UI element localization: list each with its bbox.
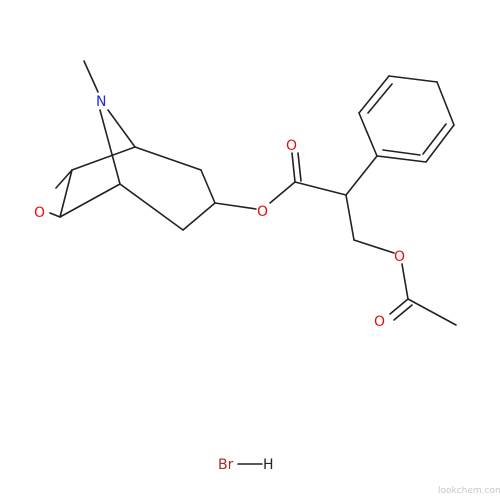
bond-ph-5	[425, 124, 455, 163]
bond-c7-oester	[214, 202, 257, 210]
bond-c2-c4	[59, 169, 73, 218]
bond-calpha-phenyl	[345, 155, 378, 196]
atom-acetoxy-oxygen: O	[394, 249, 405, 265]
watermark: lookchem.com	[438, 486, 500, 496]
bond-ph-4	[436, 81, 455, 126]
bond-ph-inner-3	[382, 149, 421, 156]
bond-ph-1	[358, 112, 378, 157]
atom-nitrogen: N	[96, 94, 106, 110]
atom-epoxide-oxygen: O	[34, 205, 45, 221]
bond-oacetoxy-cacyl	[401, 263, 409, 300]
atom-bromine: Br	[218, 457, 234, 473]
atom-acetyl-carbonyl-oxygen: O	[374, 314, 385, 330]
bond-calpha-ch2	[345, 194, 355, 241]
bond-carbonyl-b	[297, 152, 302, 182]
atom-hydrogen: H	[263, 457, 274, 473]
bond-ph-inner-2	[422, 123, 447, 155]
bond-c2-c3	[55, 169, 73, 189]
bond-cacyl-methyl	[407, 298, 457, 326]
bond-carbonyl-a	[291, 152, 296, 183]
bond-c1-c2	[71, 146, 136, 171]
bond-methyl-n	[83, 60, 99, 93]
bond-n-c1	[107, 109, 136, 148]
bond-ch2-oacetoxy	[353, 239, 395, 254]
bond-oester-ccarbonyl	[269, 181, 296, 204]
bond-acyl-carbonyl-b	[393, 304, 413, 321]
bond-lines	[49, 60, 457, 465]
bond-ph-2	[358, 75, 390, 114]
atom-carbonyl-oxygen: O	[286, 138, 297, 154]
atom-labels: N O O O O O Br H	[34, 94, 405, 473]
bond-ph-inner-1	[367, 83, 393, 114]
bond-n-c5	[99, 109, 121, 185]
bond-c4-o	[49, 212, 61, 218]
bond-c8-c5	[119, 183, 184, 231]
atom-ester-oxygen: O	[257, 204, 268, 220]
bond-c1-c6	[134, 146, 202, 171]
bond-c6-c7	[200, 169, 216, 204]
bond-ph-3	[388, 75, 438, 83]
bond-ccarbonyl-calpha	[294, 181, 347, 196]
bond-c4-c5	[59, 183, 121, 218]
bond-ph-6	[376, 155, 427, 163]
bond-c7-c8	[182, 202, 216, 231]
bond-acyl-carbonyl-a	[389, 298, 409, 315]
